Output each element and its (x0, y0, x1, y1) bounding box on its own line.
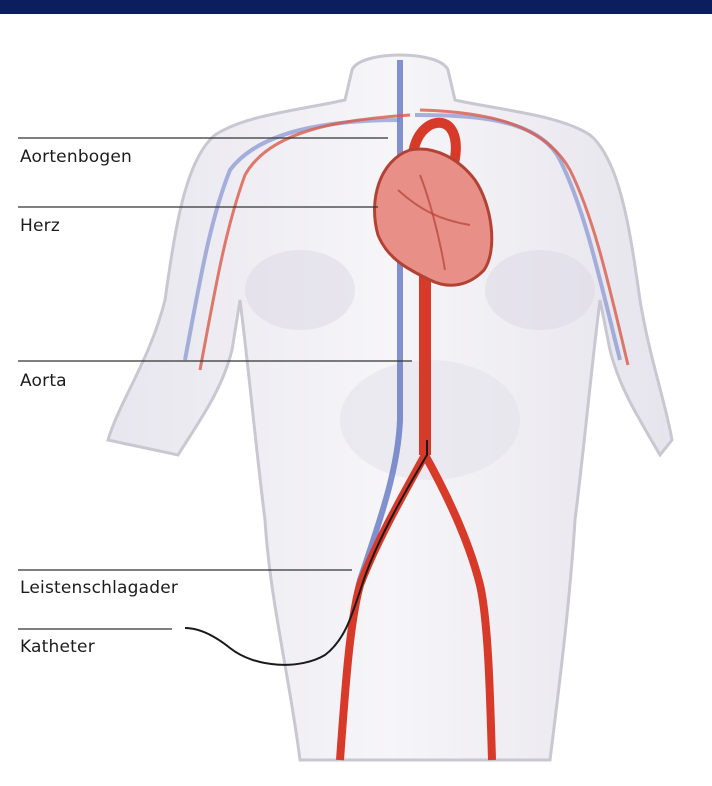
label-aorta: Aorta (20, 371, 67, 391)
label-herz: Herz (20, 216, 60, 236)
label-aortenbogen: Aortenbogen (20, 147, 132, 167)
label-katheter: Katheter (20, 637, 95, 657)
label-leistenschlagader: Leistenschlagader (20, 578, 178, 598)
